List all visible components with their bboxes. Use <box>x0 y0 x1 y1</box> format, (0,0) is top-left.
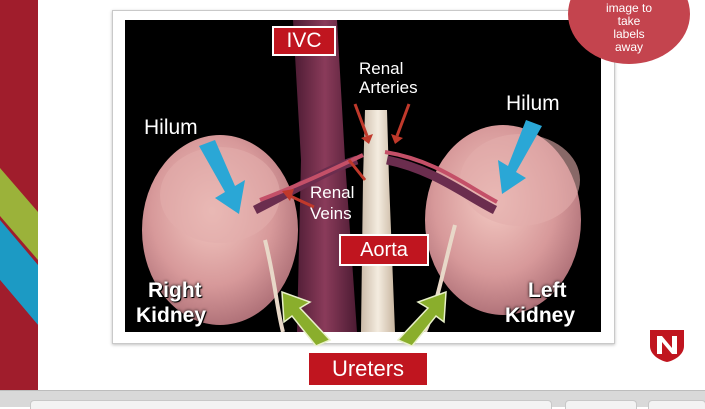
left-kidney-label-line1: Left <box>528 279 567 302</box>
left-kidney-label-line2: Kidney <box>505 304 576 327</box>
bottom-tab-1[interactable] <box>30 400 552 409</box>
left-stripes-decoration <box>0 168 38 350</box>
renal-artery-arrows-icon <box>353 103 411 144</box>
hilum-left-arrow-icon <box>498 120 542 194</box>
bubble-text-line4: away <box>614 40 643 54</box>
renal-vein-arrow-2-icon <box>347 159 367 181</box>
bubble-text-line2: take <box>617 14 641 28</box>
bottom-tab-3[interactable] <box>648 400 705 409</box>
ureters-label: Ureters <box>307 351 429 387</box>
renal-veins-label-line2: Veins <box>310 204 352 223</box>
hilum-right-arrow-icon <box>199 140 245 214</box>
bubble-text-line3: labels <box>613 27 645 41</box>
renal-arteries-label-line2: Arteries <box>359 78 418 97</box>
university-n-logo-icon <box>650 330 684 362</box>
kidney-anatomy-illustration <box>142 20 581 333</box>
renal-veins-label-line1: Renal <box>310 183 355 202</box>
ureter-left-arrow-icon <box>281 290 332 346</box>
hilum-left-side-label: Hilum <box>506 92 560 115</box>
renal-arteries-label-line1: Renal <box>359 59 404 78</box>
bottom-tab-2[interactable] <box>565 400 637 409</box>
ureter-right-arrow-icon <box>396 290 447 346</box>
bubble-text-line1: image to <box>605 1 653 15</box>
renal-vein-arrow-icon <box>282 189 315 209</box>
right-kidney-label-line2: Kidney <box>136 304 207 327</box>
right-kidney-label-line1: Right <box>148 279 202 302</box>
toggle-labels-button[interactable]: image to take labels away <box>568 0 690 64</box>
ivc-label: IVC <box>272 26 336 56</box>
hilum-right-side-label: Hilum <box>144 116 198 139</box>
aorta-label: Aorta <box>339 234 429 266</box>
